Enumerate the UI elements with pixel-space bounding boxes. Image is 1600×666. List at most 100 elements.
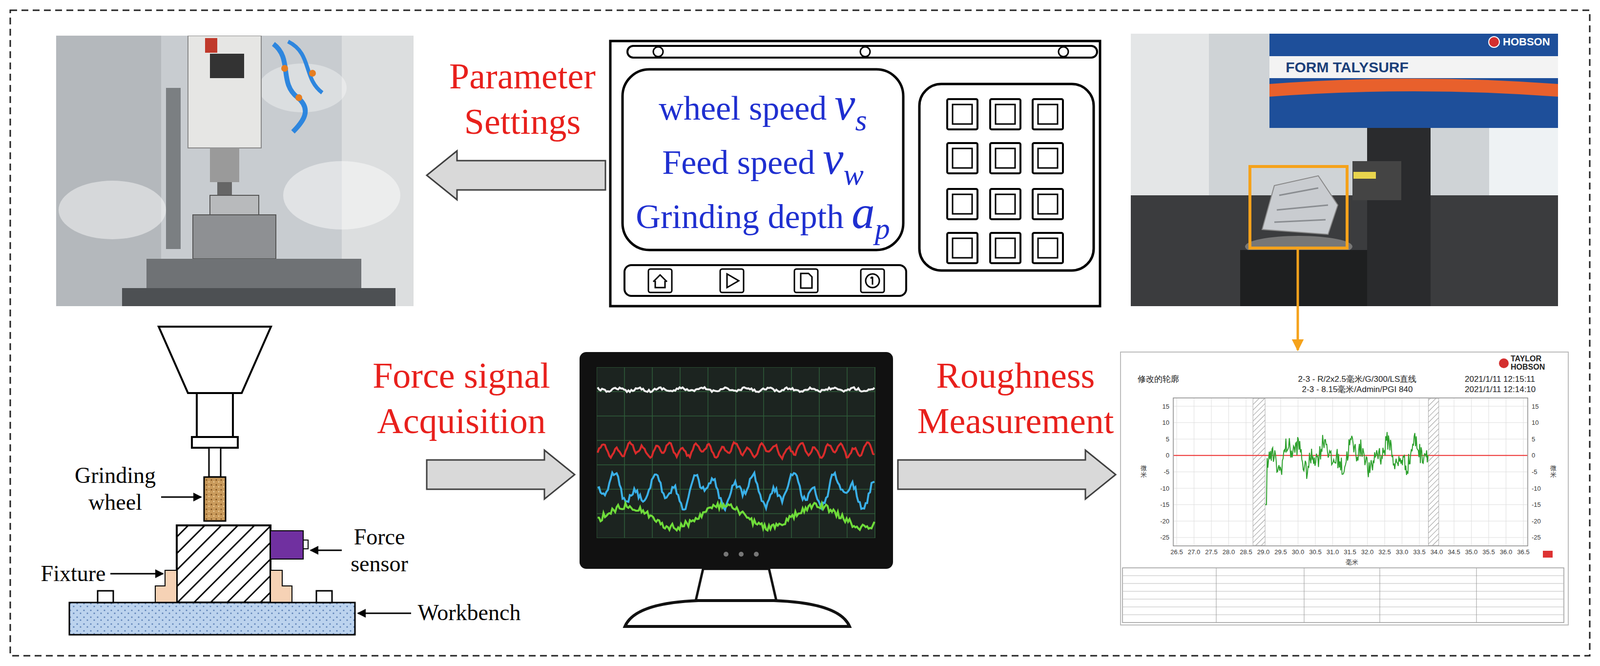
grinding-schematic-part bbox=[316, 590, 333, 603]
profile-plot-part bbox=[1173, 422, 1528, 423]
profilometer-photo-part bbox=[1240, 249, 1368, 307]
signal-screen-part bbox=[596, 513, 876, 515]
profile-plot-part bbox=[1173, 406, 1528, 407]
keypad-part-part bbox=[990, 99, 1021, 130]
axis-tick: 15 bbox=[1140, 402, 1170, 411]
grinding-schematic-part bbox=[196, 393, 233, 437]
document-icon-part bbox=[800, 273, 812, 289]
parameter-name: Grinding depth bbox=[635, 197, 844, 236]
keypad-part-part bbox=[947, 232, 978, 264]
signal-screen-part bbox=[597, 442, 875, 459]
signal-screen-part bbox=[790, 367, 792, 539]
profilometer-photo-part bbox=[1262, 175, 1338, 235]
result-table-part bbox=[1122, 583, 1564, 584]
profile-plot-part bbox=[1265, 432, 1429, 505]
grinding-schematic-part bbox=[191, 436, 238, 448]
axis-unit: 微米 bbox=[1550, 464, 1557, 479]
power-icon-part bbox=[870, 276, 873, 285]
axis-tick: 28.0 bbox=[1214, 548, 1244, 556]
profile-plot-part bbox=[1173, 537, 1528, 538]
monitor bbox=[579, 352, 894, 628]
keypad-part-part bbox=[990, 143, 1021, 174]
control-panel-drawing-part bbox=[610, 41, 1101, 307]
label-slot: 15 bbox=[1531, 402, 1561, 411]
grinding-machine-photo-part bbox=[273, 43, 306, 132]
grinding-machine-photo-part bbox=[209, 147, 240, 183]
text-slot: Grinding wheel bbox=[66, 461, 165, 516]
label-slot: -20 bbox=[1531, 517, 1561, 525]
report-setting: 2-3 - 8.15毫米/Admin/PGI 840 bbox=[1259, 384, 1455, 395]
parameter-row: wheel speedvs bbox=[622, 78, 904, 130]
block-arrow bbox=[426, 150, 606, 200]
grinding-machine-photo-part bbox=[122, 288, 396, 307]
profile-plot-part bbox=[1173, 455, 1528, 456]
keypad-part bbox=[1032, 99, 1063, 130]
axis-tick: -10 bbox=[1140, 484, 1170, 493]
axis-tick: 33.0 bbox=[1387, 548, 1417, 556]
signal-screen-part bbox=[707, 367, 709, 539]
signal-screen-part bbox=[596, 537, 876, 539]
text-slot: HOBSON bbox=[1502, 35, 1555, 49]
edge-label-slot: Parameter Settings bbox=[429, 53, 616, 145]
result-table bbox=[1122, 567, 1564, 623]
keypad-part-part bbox=[952, 238, 973, 258]
monitor-drawing-part bbox=[753, 551, 759, 557]
signal-screen-part bbox=[596, 439, 876, 441]
axis-tick: 34.5 bbox=[1439, 548, 1469, 556]
profilometer-photo-part bbox=[1353, 171, 1376, 179]
report-setting: 2-3 - R/2x2.5毫米/G/300/LS直线 bbox=[1259, 374, 1455, 385]
axis-tick: 29.0 bbox=[1248, 548, 1279, 556]
monitor-drawing-part bbox=[723, 551, 729, 557]
profilometer-photo-part bbox=[1130, 195, 1559, 307]
signal-screen-part bbox=[846, 367, 848, 539]
symbol-subscript: p bbox=[874, 211, 891, 246]
step-label: Force signal Acquisition bbox=[358, 353, 564, 444]
control-panel: wheel speedvsFeed speedvwGrinding deptha… bbox=[610, 41, 1101, 307]
keypad-part-part bbox=[995, 148, 1016, 168]
result-table-part bbox=[1476, 567, 1477, 623]
keypad-part-part bbox=[952, 194, 973, 214]
monitor-drawing-part bbox=[695, 568, 777, 601]
monitor-drawing-part bbox=[596, 367, 876, 539]
grinding-schematic-part bbox=[69, 602, 355, 635]
keypad-part bbox=[990, 232, 1021, 264]
profile-plot bbox=[1173, 398, 1528, 546]
play-icon-part bbox=[720, 269, 744, 293]
label-slot: 33.5 bbox=[1404, 548, 1434, 556]
control-panel-drawing bbox=[610, 41, 1101, 307]
keypad-part bbox=[1032, 188, 1063, 220]
signal-screen-part bbox=[597, 472, 875, 510]
axis-tick: 31.0 bbox=[1318, 548, 1348, 556]
profile-plot-part bbox=[1252, 398, 1266, 546]
result-table-part bbox=[1122, 599, 1564, 600]
report-title: 修改的轮廓 bbox=[1137, 374, 1236, 385]
label-slot: 10 bbox=[1531, 418, 1561, 427]
measure-arrow bbox=[1296, 306, 1300, 351]
label-slot: 31.5 bbox=[1335, 548, 1365, 556]
keypad-part bbox=[990, 143, 1021, 174]
label-slot: -15 bbox=[1140, 500, 1170, 509]
label-slot: 35.0 bbox=[1456, 548, 1487, 556]
grinding-machine-photo-part bbox=[205, 38, 218, 53]
keypad-part-part bbox=[990, 232, 1021, 264]
parameter-name: Feed speed bbox=[662, 143, 815, 182]
label-slot: -20 bbox=[1140, 517, 1170, 525]
label-slot: 29.0 bbox=[1248, 548, 1279, 556]
axis-tick: 35.0 bbox=[1456, 548, 1487, 556]
axis-tick: 33.5 bbox=[1404, 548, 1434, 556]
axis-tick: 30.0 bbox=[1283, 548, 1313, 556]
block-arrow bbox=[897, 450, 1116, 499]
keypad-part-part bbox=[1032, 232, 1063, 264]
label-slot: 33.0 bbox=[1387, 548, 1417, 556]
axis-unit: 微米 bbox=[1140, 464, 1147, 479]
result-table-part bbox=[1304, 567, 1305, 623]
keypad-part-part bbox=[947, 188, 978, 220]
label-slot: -5 bbox=[1531, 468, 1561, 476]
grinding-machine-photo-part bbox=[209, 195, 259, 215]
label-slot: 27.5 bbox=[1196, 548, 1226, 556]
home-icon-part bbox=[653, 274, 667, 288]
label-slot: 31.0 bbox=[1318, 548, 1348, 556]
document-icon-part bbox=[794, 269, 818, 293]
signal-screen-part bbox=[596, 415, 876, 417]
label-slot: -10 bbox=[1531, 484, 1561, 493]
